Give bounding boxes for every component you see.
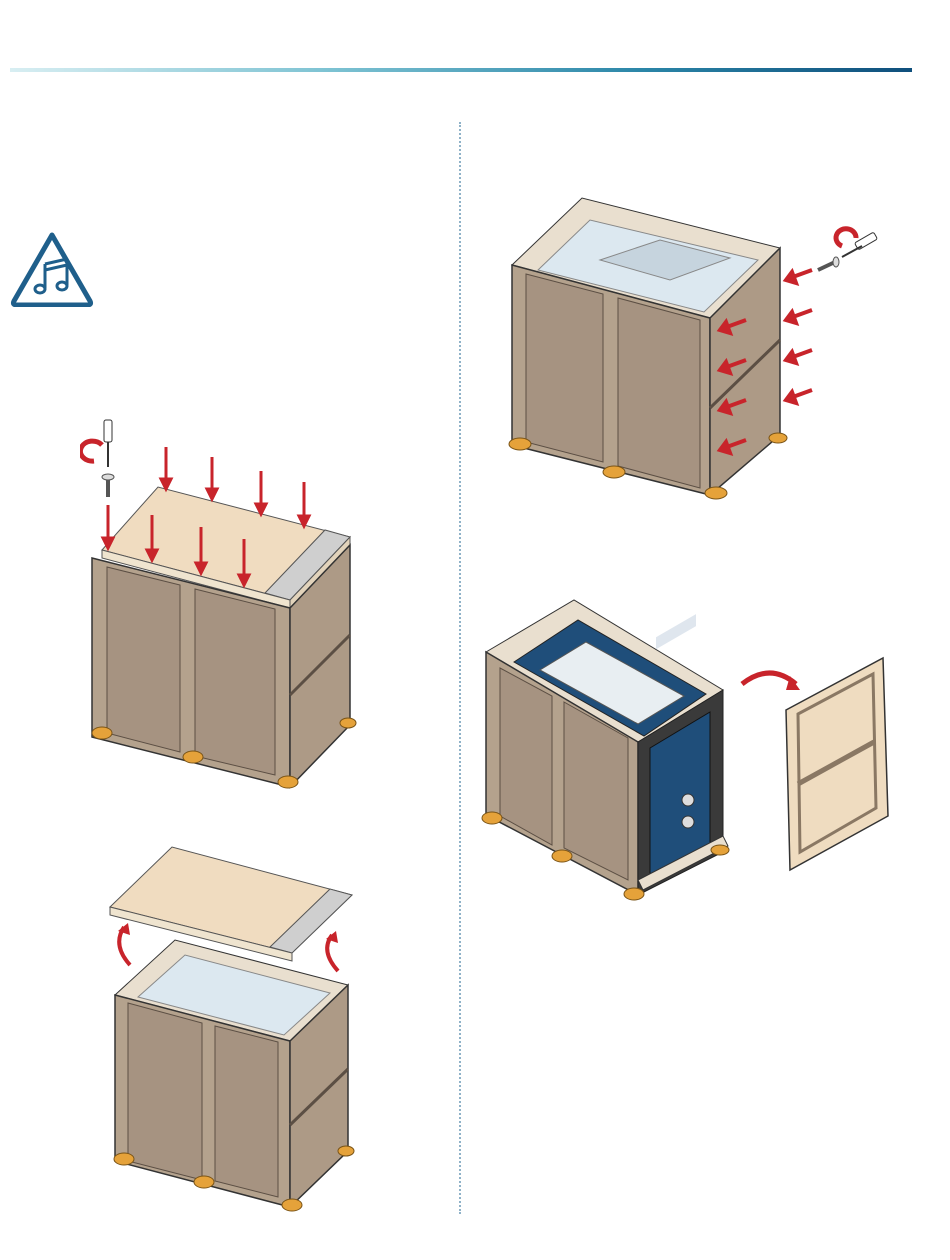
header-rule (10, 68, 912, 72)
column-divider (459, 122, 461, 1214)
screw-icon (818, 257, 839, 270)
step-lift-top-panel (80, 835, 372, 1213)
step-remove-side-panel (478, 590, 898, 915)
step-remove-top-screws (80, 415, 372, 800)
music-note-warning-icon (10, 231, 94, 307)
step-remove-side-screws (490, 190, 890, 515)
screwdriver-icon (836, 229, 878, 257)
screwdriver-icon (80, 420, 112, 467)
screw-icon (102, 474, 114, 497)
